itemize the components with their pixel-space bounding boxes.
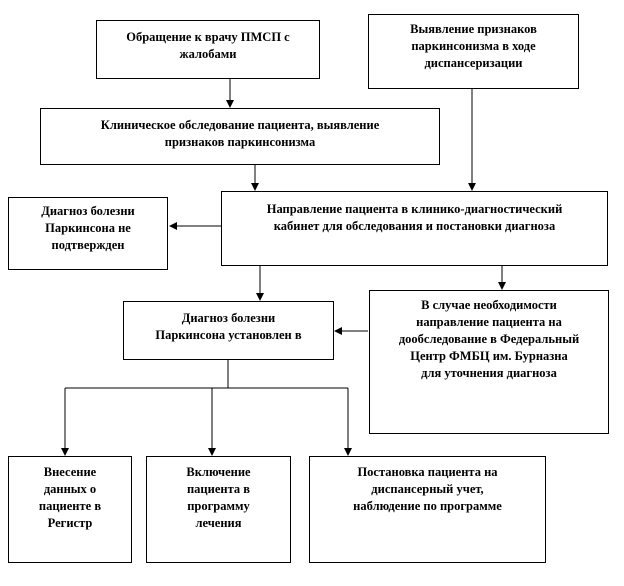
node-clinical-exam-line-2: признаков паркинсонизма [164,135,316,149]
node-federal-center-line-3: дообследование в Федеральный [398,332,580,346]
node-not-confirmed-line-1: Диагноз болезни [41,204,135,218]
node-not-confirmed-line-2: Паркинсона не [45,221,131,235]
node-referral-line-1: Направление пациента в клинико-диагности… [266,202,563,216]
node-screening-line-1: Выявление признаков [410,22,537,36]
node-gp-visit-line-1: Обращение к врачу ПМСП с [126,30,290,44]
node-treatment-line-4: лечения [195,516,242,530]
node-federal-center-line-5: для уточнения диагноза [421,366,557,380]
node-screening: Выявление признаков паркинсонизма в ходе… [368,14,579,89]
node-not-confirmed-line-3: подтвержден [51,238,125,252]
node-registry-line-3: пациенте в [38,499,102,513]
node-federal-center-line-2: направление пациента на [416,315,562,329]
node-treatment-line-2: пациента в [186,482,251,496]
node-dispensary-line-1: Постановка пациента на [357,465,498,479]
node-referral-line-2: кабинет для обследования и постановки ди… [273,219,556,233]
node-dispensary-line-3: наблюдение по программе [353,499,502,513]
node-treatment-line-1: Включение [186,465,251,479]
node-registry-line-2: данных о [43,482,97,496]
node-federal-center-line-1: В случае необходимости [421,298,557,312]
node-established-line-2: Паркинсона установлен в [155,328,302,342]
node-dispensary-line-2: диспансерный учет, [371,482,484,496]
node-registry: Внесение данных о пациенте в Регистр [8,456,132,563]
node-screening-line-2: паркинсонизма в ходе [411,39,536,53]
node-established-line-1: Диагноз болезни [181,311,276,325]
node-clinical-exam: Клиническое обследование пациента, выявл… [40,108,440,165]
node-registry-line-1: Внесение [43,465,97,479]
node-treatment-line-3: программу [187,499,250,513]
node-screening-line-3: диспансеризации [424,56,523,70]
node-gp-visit: Обращение к врачу ПМСП с жалобами [96,20,320,79]
node-referral: Направление пациента в клинико-диагности… [221,191,608,266]
node-treatment: Включение пациента в программу лечения [146,456,291,563]
node-dispensary: Постановка пациента на диспансерный учет… [309,456,546,563]
node-established: Диагноз болезни Паркинсона установлен в [123,301,334,360]
node-registry-line-4: Регистр [47,516,93,530]
node-federal-center: В случае необходимости направление пацие… [369,290,609,434]
node-not-confirmed: Диагноз болезни Паркинсона не подтвержде… [8,197,168,270]
node-federal-center-line-4: Центр ФМБЦ им. Бурназна [410,349,568,363]
node-clinical-exam-line-1: Клиническое обследование пациента, выявл… [100,118,380,132]
node-gp-visit-line-2: жалобами [179,47,237,61]
